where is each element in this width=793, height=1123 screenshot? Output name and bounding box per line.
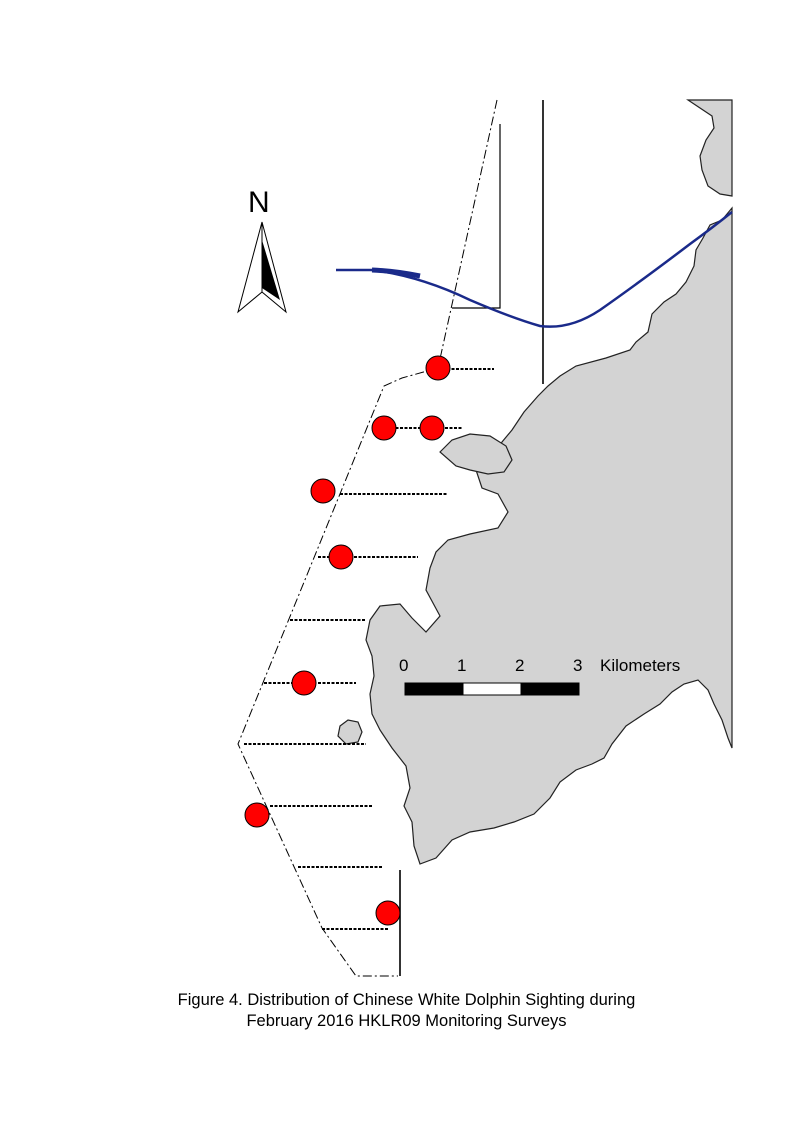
route-line bbox=[336, 211, 733, 328]
scale-tick-2: 2 bbox=[515, 656, 525, 675]
caption-line-1: Figure 4. Distribution of Chinese White … bbox=[177, 991, 636, 1009]
scale-bar bbox=[404, 682, 580, 696]
north-arrow-icon bbox=[237, 221, 287, 314]
scale-segment bbox=[462, 682, 522, 696]
scale-tick-3: 3 bbox=[573, 656, 583, 675]
scale-tick-0: 0 bbox=[399, 656, 409, 675]
island bbox=[337, 719, 363, 745]
route-line-thick bbox=[371, 267, 421, 279]
sighting-marker bbox=[328, 544, 354, 570]
scale-segment bbox=[404, 682, 464, 696]
caption-line-2: February 2016 HKLR09 Monitoring Surveys bbox=[246, 1012, 567, 1030]
sighting-marker bbox=[310, 478, 336, 504]
figure-caption: Figure 4. Distribution of Chinese White … bbox=[0, 990, 793, 1032]
upper-land bbox=[686, 99, 733, 197]
sighting-marker bbox=[244, 802, 270, 828]
sighting-marker bbox=[425, 355, 451, 381]
boundary-segment bbox=[452, 124, 501, 309]
sighting-marker bbox=[419, 415, 445, 441]
peninsula bbox=[439, 433, 513, 475]
sightings bbox=[244, 355, 451, 926]
land-mass bbox=[365, 206, 733, 865]
scale-segment bbox=[520, 682, 580, 696]
north-label: N bbox=[248, 186, 270, 219]
sighting-marker bbox=[371, 415, 397, 441]
sighting-marker bbox=[375, 900, 401, 926]
scale-unit: Kilometers bbox=[600, 656, 681, 675]
sighting-marker bbox=[291, 670, 317, 696]
scale-tick-1: 1 bbox=[457, 656, 467, 675]
